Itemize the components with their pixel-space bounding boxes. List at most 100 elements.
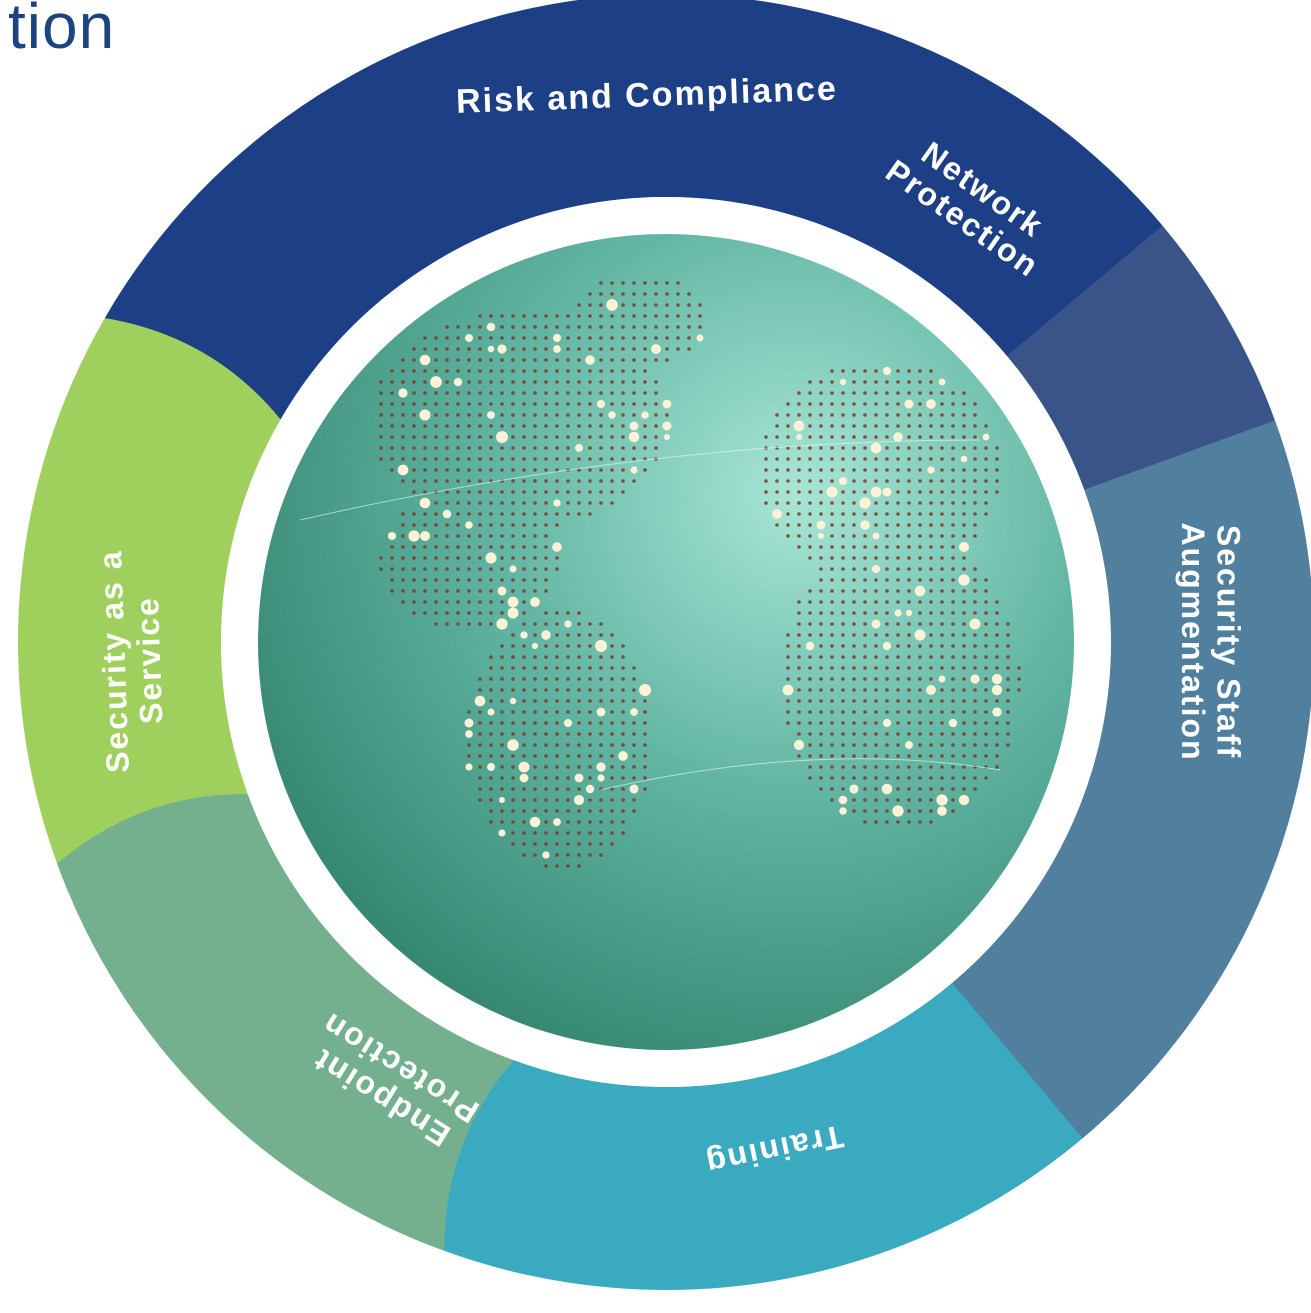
land-dot bbox=[621, 446, 625, 450]
land-dot bbox=[588, 314, 592, 318]
land-dot bbox=[599, 369, 603, 373]
land-dot bbox=[566, 655, 570, 659]
land-dot bbox=[566, 853, 570, 857]
land-dot bbox=[445, 611, 449, 615]
land-dot bbox=[819, 611, 823, 615]
city-light bbox=[552, 542, 562, 552]
land-dot bbox=[599, 479, 603, 483]
land-dot bbox=[940, 787, 944, 791]
land-dot bbox=[588, 721, 592, 725]
land-dot bbox=[665, 336, 669, 340]
land-dot bbox=[676, 281, 680, 285]
land-dot bbox=[907, 490, 911, 494]
land-dot bbox=[797, 600, 801, 604]
land-dot bbox=[643, 303, 647, 307]
land-dot bbox=[511, 358, 515, 362]
land-dot bbox=[456, 435, 460, 439]
city-light bbox=[805, 641, 815, 651]
land-dot bbox=[973, 710, 977, 714]
land-dot bbox=[929, 798, 933, 802]
land-dot bbox=[500, 743, 504, 747]
land-dot bbox=[401, 512, 405, 516]
land-dot bbox=[830, 655, 834, 659]
land-dot bbox=[852, 380, 856, 384]
land-dot bbox=[555, 677, 559, 681]
land-dot bbox=[555, 314, 559, 318]
land-dot bbox=[973, 578, 977, 582]
land-dot bbox=[643, 347, 647, 351]
land-dot bbox=[621, 490, 625, 494]
city-light bbox=[529, 816, 541, 828]
land-dot bbox=[643, 424, 647, 428]
land-dot bbox=[984, 644, 988, 648]
land-dot bbox=[797, 644, 801, 648]
land-dot bbox=[588, 776, 592, 780]
land-dot bbox=[390, 567, 394, 571]
land-dot bbox=[621, 831, 625, 835]
land-dot bbox=[522, 402, 526, 406]
city-light bbox=[474, 695, 486, 707]
land-dot bbox=[885, 688, 889, 692]
land-dot bbox=[434, 369, 438, 373]
city-light bbox=[518, 761, 530, 773]
land-dot bbox=[555, 732, 559, 736]
city-light bbox=[630, 708, 638, 716]
land-dot bbox=[863, 402, 867, 406]
land-dot bbox=[456, 600, 460, 604]
land-dot bbox=[588, 501, 592, 505]
land-dot bbox=[951, 534, 955, 538]
land-dot bbox=[544, 809, 548, 813]
land-dot bbox=[874, 413, 878, 417]
land-dot bbox=[522, 787, 526, 791]
land-dot bbox=[797, 611, 801, 615]
land-dot bbox=[544, 699, 548, 703]
land-dot bbox=[511, 677, 515, 681]
land-dot bbox=[874, 424, 878, 428]
land-dot bbox=[555, 842, 559, 846]
land-dot bbox=[500, 600, 504, 604]
land-dot bbox=[390, 589, 394, 593]
land-dot bbox=[544, 666, 548, 670]
land-dot bbox=[434, 611, 438, 615]
land-dot bbox=[632, 798, 636, 802]
land-dot bbox=[874, 721, 878, 725]
city-light bbox=[430, 376, 442, 388]
land-dot bbox=[786, 644, 790, 648]
land-dot bbox=[423, 369, 427, 373]
land-dot bbox=[918, 402, 922, 406]
land-dot bbox=[423, 391, 427, 395]
land-dot bbox=[522, 468, 526, 472]
land-dot bbox=[401, 578, 405, 582]
land-dot bbox=[522, 369, 526, 373]
land-dot bbox=[984, 699, 988, 703]
land-dot bbox=[896, 820, 900, 824]
land-dot bbox=[511, 391, 515, 395]
land-dot bbox=[434, 589, 438, 593]
land-dot bbox=[929, 457, 933, 461]
land-dot bbox=[940, 556, 944, 560]
land-dot bbox=[434, 600, 438, 604]
land-dot bbox=[830, 600, 834, 604]
land-dot bbox=[423, 336, 427, 340]
land-dot bbox=[610, 358, 614, 362]
land-dot bbox=[918, 578, 922, 582]
land-dot bbox=[566, 435, 570, 439]
land-dot bbox=[456, 424, 460, 428]
land-dot bbox=[511, 644, 515, 648]
land-dot bbox=[379, 457, 383, 461]
land-dot bbox=[489, 600, 493, 604]
land-dot bbox=[962, 512, 966, 516]
land-dot bbox=[544, 380, 548, 384]
land-dot bbox=[555, 512, 559, 516]
land-dot bbox=[940, 457, 944, 461]
land-dot bbox=[555, 391, 559, 395]
land-dot bbox=[522, 578, 526, 582]
city-light bbox=[453, 377, 463, 387]
land-dot bbox=[445, 479, 449, 483]
land-dot bbox=[533, 479, 537, 483]
land-dot bbox=[555, 556, 559, 560]
land-dot bbox=[676, 336, 680, 340]
land-dot bbox=[885, 380, 889, 384]
land-dot bbox=[918, 501, 922, 505]
land-dot bbox=[1006, 622, 1010, 626]
